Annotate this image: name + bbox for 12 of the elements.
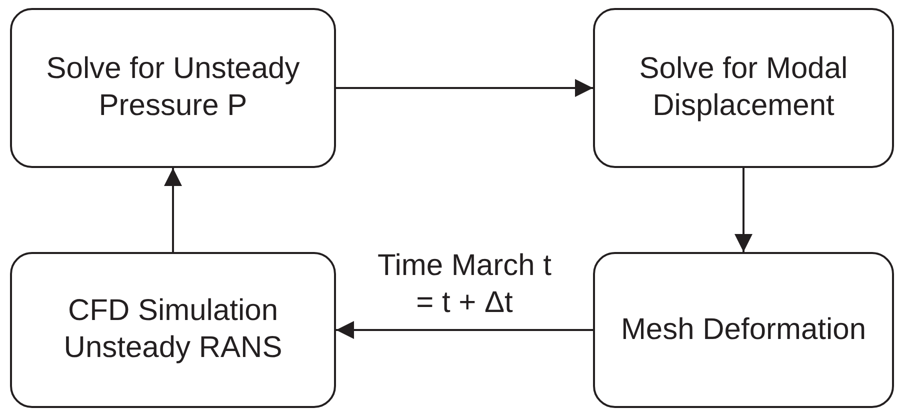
box-label: Solve for Modal Displacement [638,51,849,124]
process-box [593,252,894,408]
process-box [593,8,894,168]
arrow [336,321,593,339]
box-label: Solve for Unsteady Pressure P [45,51,301,124]
process-box [10,252,336,408]
box-label: Mesh Deformation [620,312,866,348]
box-label: CFD Simulation Unsteady RANS [62,293,284,366]
arrow [734,168,752,252]
process-box [10,8,336,168]
arrow [336,79,593,97]
arrow [164,168,182,252]
